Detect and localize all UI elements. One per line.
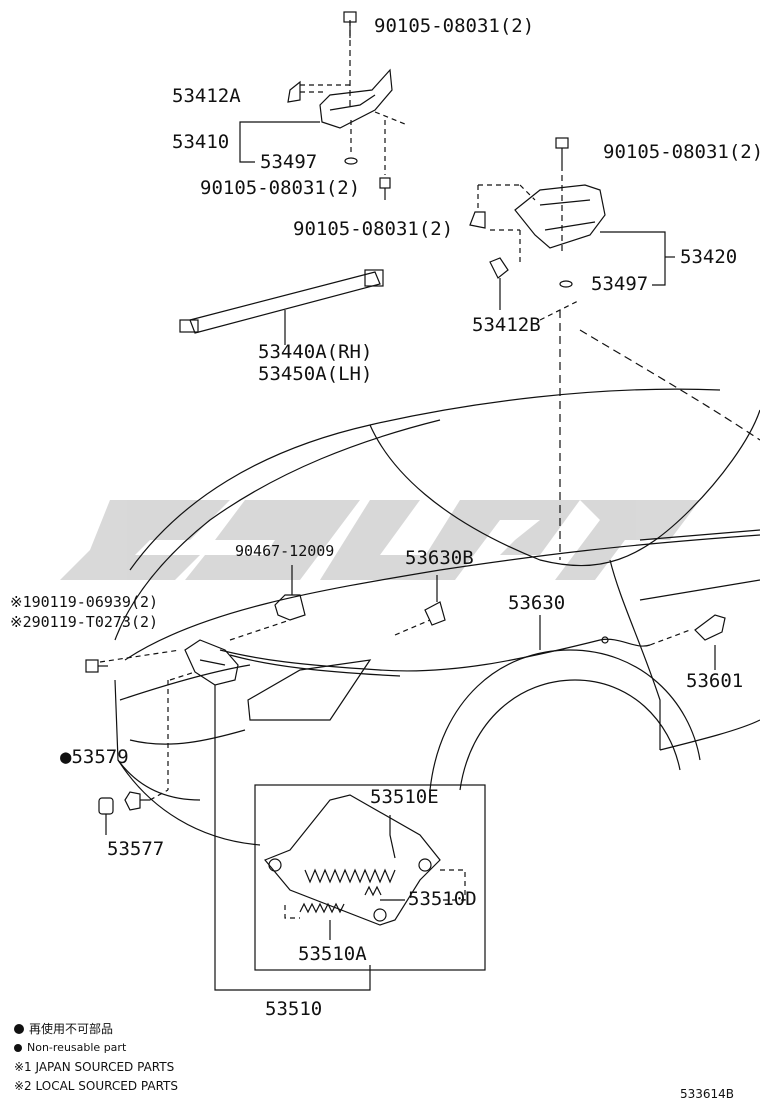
label-bolt-rh-top: 90105-08031(2) [603, 141, 760, 163]
label-lock-assy: 53510 [265, 998, 323, 1020]
label-screw-1: ※190119-06939(2) [10, 595, 158, 610]
label-washer-rh: 53497 [591, 273, 649, 295]
label-hinge-rh: 53420 [680, 246, 738, 268]
legend-non-reusable-en: Non-reusable part [14, 1042, 126, 1053]
watermark-logo [60, 500, 700, 580]
label-hinge-lh: 53410 [172, 131, 230, 153]
diagram-id: 533614B [680, 1087, 735, 1101]
screw-1-number: 90119-06939(2) [31, 593, 159, 611]
line-art [85, 11, 760, 991]
label-cushion: ●53579 [60, 748, 129, 767]
label-stay-rh: 53440A(RH) [258, 341, 373, 363]
label-spring-e: 53510E [370, 786, 439, 808]
label-stay-lh: 53450A(LH) [258, 363, 373, 385]
screw-1-mark: ※1 [10, 593, 32, 611]
label-bolt-lh-lower: 90105-08031(2) [200, 177, 361, 199]
label-clamp: 90467-12009 [235, 542, 335, 560]
label-washer-lh: 53497 [260, 151, 318, 173]
bullet-icon [14, 1044, 22, 1052]
label-bolt-rh-side: 90105-08031(2) [293, 218, 454, 240]
screw-2-number: 90119-T0273(2) [31, 613, 159, 631]
legend-japan-sourced: ※1 JAPAN SOURCED PARTS [14, 1060, 175, 1074]
cushion-mark: ● [60, 746, 72, 768]
legend-jp-text: 再使用不可部品 [29, 1022, 114, 1036]
cushion-number: 53579 [71, 746, 129, 768]
legend-en-text: Non-reusable part [27, 1041, 127, 1054]
label-bumper: 53577 [107, 838, 165, 860]
label-screw-2: ※290119-T0273(2) [10, 615, 158, 630]
bullet-icon [14, 1024, 24, 1034]
label-clip-53412a: 53412A [172, 85, 241, 107]
label-handle: 53601 [686, 670, 744, 692]
label-cable: 53630 [508, 592, 566, 614]
label-clip-53412b: 53412B [472, 314, 541, 336]
legend-local-sourced: ※2 LOCAL SOURCED PARTS [14, 1079, 178, 1093]
label-bolt-top: 90105-08031(2) [374, 15, 535, 37]
label-spring-a: 53510A [298, 943, 367, 965]
label-spring-d: 53510D [408, 888, 477, 910]
screw-2-mark: ※2 [10, 613, 32, 631]
label-clip-53630b: 53630B [405, 547, 474, 569]
legend-non-reusable-jp: 再使用不可部品 [14, 1023, 113, 1035]
